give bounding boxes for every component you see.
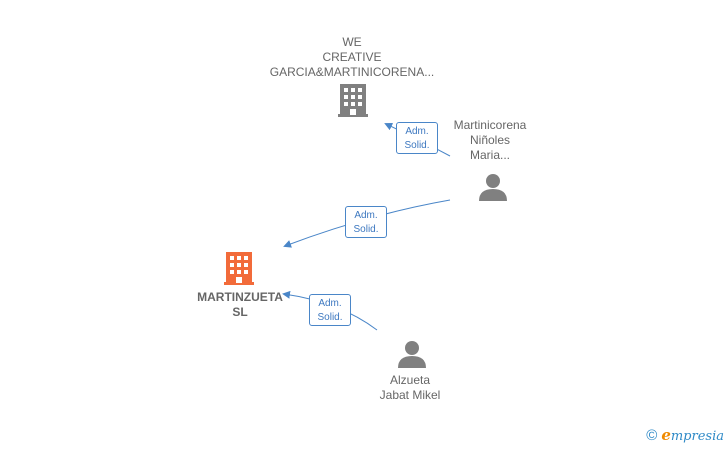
node-label-line: Jabat Mikel [379, 388, 441, 402]
person-icon[interactable] [479, 174, 507, 201]
node-label-line: Maria... [469, 148, 510, 162]
brand-logo: empresia [661, 426, 724, 444]
node-label-line: Martinicorena [453, 118, 527, 132]
node-label-alzueta[interactable]: Alzueta Jabat Mikel [350, 373, 470, 403]
edge-role-line: Adm. [405, 126, 429, 137]
edge-role-badge[interactable]: Adm. Solid. [345, 206, 387, 238]
brand-initial: e [661, 426, 671, 444]
edge-role-line: Solid. [317, 312, 343, 323]
copyright-icon: © [646, 426, 658, 444]
node-label-line: SL [232, 305, 248, 319]
node-label-line: CREATIVE [322, 50, 382, 64]
building-icon[interactable] [338, 84, 368, 117]
node-label-line: MARTINZUETA [197, 290, 283, 304]
node-label-line: Niñoles [469, 133, 511, 147]
edge-role-line: Adm. [318, 298, 342, 309]
building-icon-highlighted[interactable] [224, 252, 254, 285]
person-icon[interactable] [398, 341, 426, 368]
edge-role-line: Solid. [404, 140, 430, 151]
footer-brand[interactable]: © empresia [646, 426, 724, 444]
edge-role-badge[interactable]: Adm. Solid. [396, 122, 438, 154]
edge-role-line: Adm. [354, 210, 378, 221]
node-label-martinzueta[interactable]: MARTINZUETA SL [180, 290, 300, 320]
node-label-we-creative[interactable]: WE CREATIVE GARCIA&MARTINICORENA... [262, 35, 442, 80]
node-label-line: GARCIA&MARTINICORENA... [269, 65, 435, 79]
node-label-line: Alzueta [389, 373, 431, 387]
node-label-line: WE [342, 35, 362, 49]
brand-name: mpresia [670, 429, 724, 444]
node-label-martinicorena[interactable]: Martinicorena Niñoles Maria... [430, 118, 550, 163]
edge-role-line: Solid. [353, 224, 379, 235]
edge-role-badge[interactable]: Adm. Solid. [309, 294, 351, 326]
